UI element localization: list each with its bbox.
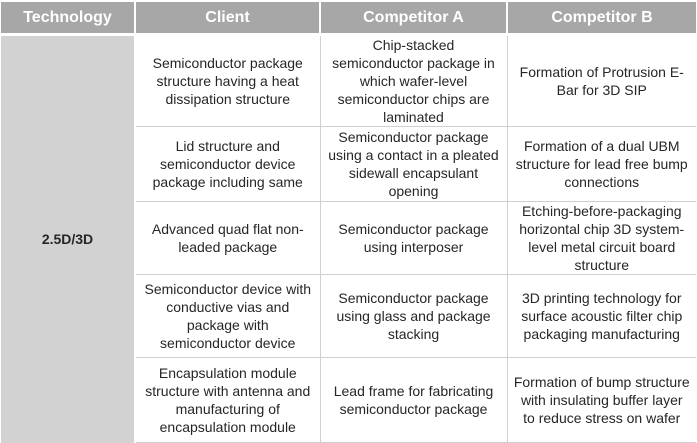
competitor-a-cell: Chip-stacked semiconductor package in wh… <box>320 34 508 127</box>
table-row: Advanced quad flat non-leaded package Se… <box>1 201 696 275</box>
competitor-a-cell: Lead frame for fabricating semiconductor… <box>320 357 508 443</box>
client-cell: Semiconductor device with conductive via… <box>135 274 321 358</box>
competitor-a-cell: Semiconductor package using a contact in… <box>320 126 508 202</box>
competitor-a-cell: Semiconductor package using interposer <box>320 201 508 275</box>
table-row: Encapsulation module structure with ante… <box>1 357 696 443</box>
technology-cell: 2.5D/3D <box>1 34 136 443</box>
header-client: Client <box>135 2 321 36</box>
client-cell: Encapsulation module structure with ante… <box>135 357 321 443</box>
competitor-b-cell: Etching-before-packaging horizontal chip… <box>507 201 696 275</box>
table-row: Lid structure and semiconductor device p… <box>1 126 696 202</box>
header-competitor-b: Competitor B <box>507 2 696 36</box>
client-cell: Advanced quad flat non-leaded package <box>135 201 321 275</box>
table-header-row: Technology Client Competitor A Competito… <box>1 2 696 36</box>
competitor-b-cell: Formation of Protrusion E-Bar for 3D SIP <box>507 34 696 127</box>
client-cell: Semiconductor package structure having a… <box>135 34 321 127</box>
competitor-b-cell: 3D printing technology for surface acous… <box>507 274 696 358</box>
competitor-b-cell: Formation of a dual UBM structure for le… <box>507 126 696 202</box>
header-technology: Technology <box>1 2 136 36</box>
table-row: 2.5D/3D Semiconductor package structure … <box>1 34 696 443</box>
client-cell: Lid structure and semiconductor device p… <box>135 126 321 202</box>
header-competitor-a: Competitor A <box>320 2 508 36</box>
table-row: Semiconductor device with conductive via… <box>1 274 696 358</box>
competitor-b-cell: Formation of bump structure with insulat… <box>507 357 696 443</box>
competitor-a-cell: Semiconductor package using glass and pa… <box>320 274 508 358</box>
